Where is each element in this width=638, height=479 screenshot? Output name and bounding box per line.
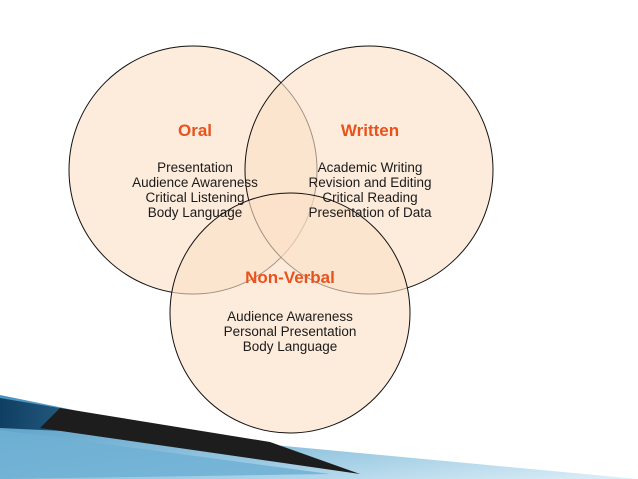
set-item: Body Language [242,339,338,354]
set-title-oral: Oral [177,121,213,140]
set-item: Critical Listening [145,190,245,205]
set-item: Academic Writing [317,160,423,175]
set-items-oral: Presentation Audience Awareness Critical… [105,160,285,220]
set-item: Revision and Editing [308,175,432,190]
set-item: Body Language [147,205,243,220]
set-items-written: Academic Writing Revision and Editing Cr… [280,160,460,220]
venn-circle-non-verbal [169,192,411,434]
corner-swoosh-decoration [0,395,638,479]
set-item: Audience Awareness [132,175,258,190]
set-item: Critical Reading [322,190,418,205]
set-item: Presentation of Data [308,205,432,220]
set-item: Presentation [157,160,233,175]
set-item: Personal Presentation [223,324,357,339]
venn-circles [68,45,494,434]
set-title-non-verbal: Non-Verbal [245,268,335,287]
set-items-non-verbal: Audience Awareness Personal Presentation… [195,309,385,354]
set-title-written: Written [340,121,400,140]
set-item: Audience Awareness [227,309,353,324]
